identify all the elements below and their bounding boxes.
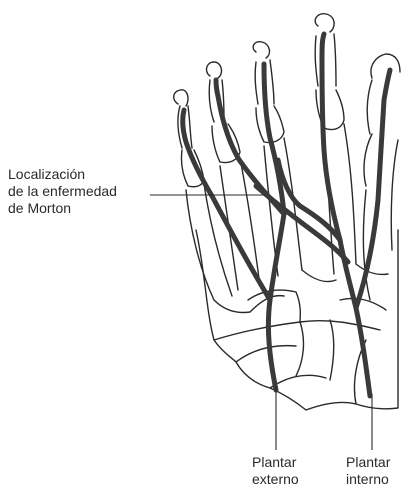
morton-location-label: Localización de la enfermedad de Morton xyxy=(8,166,117,217)
plantar-interno-branch-1 xyxy=(356,70,390,308)
plantar-interno-line1: Plantar xyxy=(346,454,390,471)
plantar-interno-label: Plantar interno xyxy=(346,454,390,488)
plantar-interno-line2: interno xyxy=(346,471,390,488)
morton-label-line2: de la enfermedad xyxy=(8,183,117,200)
tarsal-bone-lines xyxy=(214,290,386,404)
plantar-externo-line1: Plantar xyxy=(252,454,299,471)
plantar-externo-line2: externo xyxy=(252,471,299,488)
plantar-interno-branch-2 xyxy=(322,34,340,240)
morton-label-line1: Localización xyxy=(8,166,117,183)
plantar-externo-label: Plantar externo xyxy=(252,454,299,488)
morton-label-line3: de Morton xyxy=(8,200,117,217)
